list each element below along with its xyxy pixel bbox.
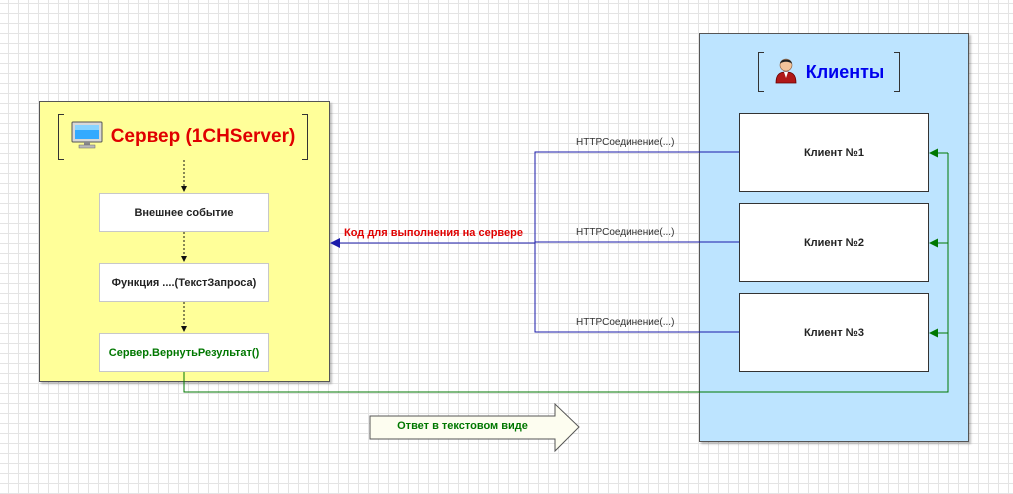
request-label: Код для выполнения на сервере xyxy=(344,227,523,239)
client-box-1[interactable]: Клиент №1 xyxy=(739,113,929,192)
server-title: Сервер (1CHServer) xyxy=(110,126,296,147)
server-title-frame: Сервер (1CHServer) xyxy=(58,114,308,160)
step-return-result[interactable]: Сервер.ВернутьРезультат() xyxy=(99,333,269,372)
step-label: Сервер.ВернутьРезультат() xyxy=(108,346,260,359)
connection-label-1: HTTPСоединение(...) xyxy=(576,137,675,148)
client-box-3[interactable]: Клиент №3 xyxy=(739,293,929,372)
client-label: Клиент №1 xyxy=(803,146,865,159)
bracket-left xyxy=(58,114,64,160)
clients-title: Клиенты xyxy=(805,61,885,82)
monitor-icon xyxy=(71,121,103,154)
step-external-event[interactable]: Внешнее событие xyxy=(99,193,269,232)
user-icon xyxy=(774,56,798,89)
client-box-2[interactable]: Клиент №2 xyxy=(739,203,929,282)
connection-label-3: HTTPСоединение(...) xyxy=(576,317,675,328)
bracket-right xyxy=(302,114,308,160)
step-label: Внешнее событие xyxy=(134,206,234,219)
client-label: Клиент №3 xyxy=(803,326,865,339)
response-label: Ответ в текстовом виде xyxy=(397,420,528,432)
clients-title-frame: Клиенты xyxy=(758,52,900,92)
client-label: Клиент №2 xyxy=(803,236,865,249)
connection-label-2: HTTPСоединение(...) xyxy=(576,227,675,238)
step-label: Функция ....(ТекстЗапроса) xyxy=(111,276,257,289)
bracket-right xyxy=(894,52,900,92)
bracket-left xyxy=(758,52,764,92)
step-function-call[interactable]: Функция ....(ТекстЗапроса) xyxy=(99,263,269,302)
